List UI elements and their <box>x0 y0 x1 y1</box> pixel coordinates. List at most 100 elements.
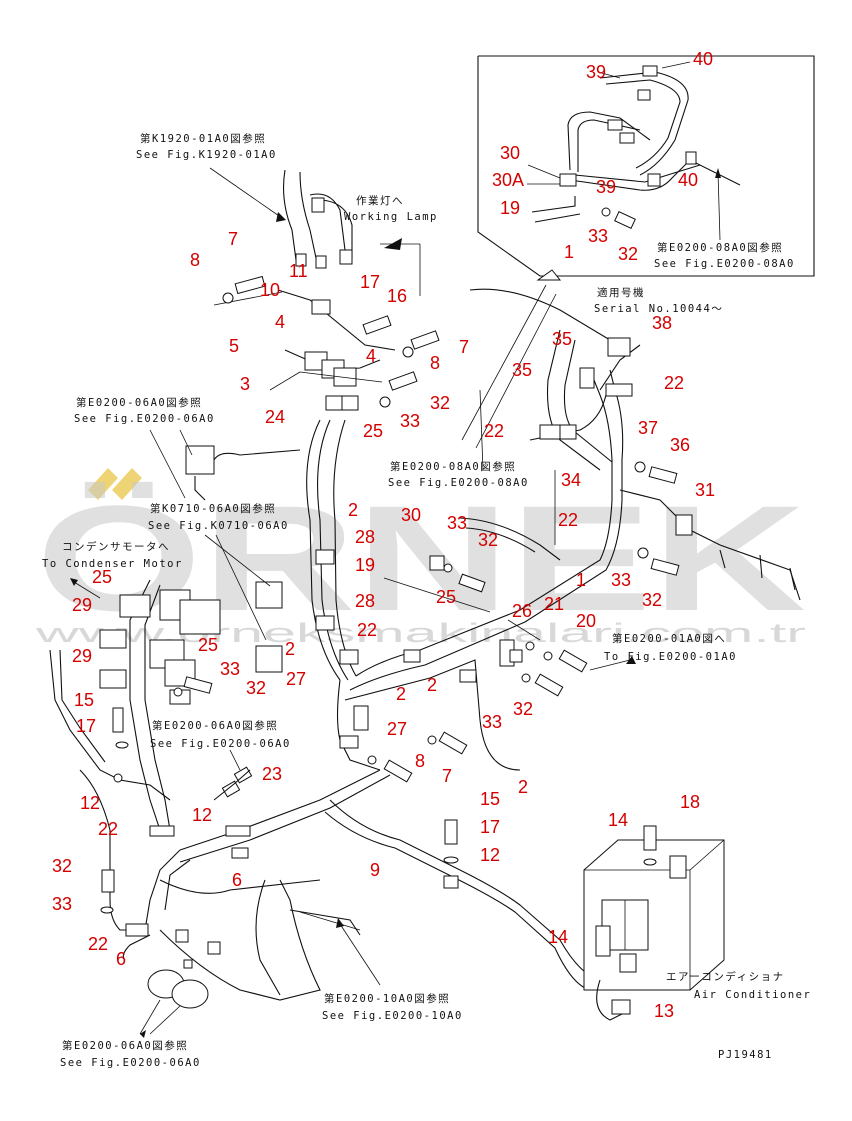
ref-working-lamp: 作業灯へ Working Lamp <box>344 194 438 223</box>
drawing-code: PJ19481 <box>718 1049 773 1061</box>
callout-28: 28 <box>355 591 375 611</box>
callout-16: 16 <box>387 286 407 306</box>
callout-25: 25 <box>363 421 383 441</box>
callout-15: 15 <box>74 690 94 710</box>
callout-19: 19 <box>500 198 520 218</box>
callout-26: 26 <box>512 601 532 621</box>
callout-33: 33 <box>588 226 608 246</box>
callout-32: 32 <box>513 699 533 719</box>
callout-1: 1 <box>576 570 586 590</box>
callout-25: 25 <box>92 567 112 587</box>
ref-e0200-06-upper-en: See Fig.E0200-06A0 <box>74 413 215 425</box>
callout-25: 25 <box>436 587 456 607</box>
callout-2: 2 <box>285 639 295 659</box>
ref-air-conditioner: エアーコンディショナ Air Conditioner <box>666 970 811 1001</box>
callout-2: 2 <box>518 777 528 797</box>
callout-40: 40 <box>678 170 698 190</box>
callout-32: 32 <box>52 856 72 876</box>
callout-30: 30 <box>401 505 421 525</box>
ref-e0200-08-center: 第E0200-08A0図参照 See Fig.E0200-08A0 <box>388 460 529 489</box>
callout-4: 4 <box>366 346 376 366</box>
callout-1: 1 <box>564 242 574 262</box>
ref-serial-en: Serial No.10044～ <box>594 303 723 315</box>
callout-7: 7 <box>459 337 469 357</box>
callout-27: 27 <box>387 719 407 739</box>
callout-17: 17 <box>360 272 380 292</box>
ref-air-conditioner-jp: エアーコンディショナ <box>666 970 785 983</box>
callout-12: 12 <box>480 845 500 865</box>
ref-e0200-06-lower-jp: 第E0200-06A0図参照 <box>62 1039 188 1052</box>
callout-6: 6 <box>232 870 242 890</box>
callout-33: 33 <box>611 570 631 590</box>
ref-k1920-jp: 第K1920-01A0図参照 <box>140 132 266 145</box>
callout-14: 14 <box>548 927 568 947</box>
callout-35: 35 <box>552 329 572 349</box>
ref-e0200-06-mid-jp: 第E0200-06A0図参照 <box>152 719 278 732</box>
callout-6: 6 <box>116 949 126 969</box>
callout-22: 22 <box>558 510 578 530</box>
callout-32: 32 <box>642 590 662 610</box>
callout-37: 37 <box>638 418 658 438</box>
callout-33: 33 <box>220 659 240 679</box>
callout-9: 9 <box>370 860 380 880</box>
callout-23: 23 <box>262 764 282 784</box>
ref-e0200-10-en: See Fig.E0200-10A0 <box>322 1010 463 1022</box>
callout-8: 8 <box>415 751 425 771</box>
ref-air-conditioner-en: Air Conditioner <box>694 989 811 1001</box>
callout-39: 39 <box>596 177 616 197</box>
ref-e0200-08-inset-en: See Fig.E0200-08A0 <box>654 258 795 270</box>
callout-32: 32 <box>246 678 266 698</box>
ref-k1920-en: See Fig.K1920-01A0 <box>136 149 277 161</box>
callout-8: 8 <box>190 250 200 270</box>
callout-33: 33 <box>447 513 467 533</box>
ref-serial-jp: 適用号機 <box>597 286 645 299</box>
callout-2: 2 <box>427 675 437 695</box>
callout-3: 3 <box>240 374 250 394</box>
callout-13: 13 <box>654 1001 674 1021</box>
callout-30: 30 <box>500 143 520 163</box>
callout-34: 34 <box>561 470 581 490</box>
ref-condenser-en: To Condenser Motor <box>42 558 183 570</box>
ref-working-lamp-en: Working Lamp <box>344 211 438 223</box>
callout-19: 19 <box>355 555 375 575</box>
callout-15: 15 <box>480 789 500 809</box>
watermark-accent-mark <box>112 468 142 500</box>
callout-10: 10 <box>260 280 280 300</box>
ref-k0710-en: See Fig.K0710-06A0 <box>148 520 289 532</box>
callout-2: 2 <box>396 684 406 704</box>
callout-14: 14 <box>608 810 628 830</box>
callout-39: 39 <box>586 62 606 82</box>
part-callouts: 40 39 30 30A 39 40 19 33 1 32 7 8 10 11 … <box>52 49 715 1021</box>
callout-8: 8 <box>430 353 440 373</box>
ref-condenser-jp: コンデンサモータへ <box>62 540 170 553</box>
ref-e0200-08-center-en: See Fig.E0200-08A0 <box>388 477 529 489</box>
callout-32: 32 <box>430 393 450 413</box>
ref-e0200-01-en: To Fig.E0200-01A0 <box>604 651 737 663</box>
callout-5: 5 <box>229 336 239 356</box>
callout-22: 22 <box>484 421 504 441</box>
callout-30a: 30A <box>492 170 524 190</box>
ref-k1920: 第K1920-01A0図参照 See Fig.K1920-01A0 <box>136 132 277 161</box>
callout-20: 20 <box>576 611 596 631</box>
ref-e0200-06-lower: 第E0200-06A0図参照 See Fig.E0200-06A0 <box>60 1039 199 1069</box>
ref-e0200-10: 第E0200-10A0図参照 See Fig.E0200-10A0 <box>322 992 463 1022</box>
callout-32: 32 <box>478 530 498 550</box>
ref-e0200-06-mid-en: See Fig.E0200-06A0 <box>150 738 291 750</box>
ref-working-lamp-jp: 作業灯へ <box>356 194 404 207</box>
callout-32: 32 <box>618 244 638 264</box>
callout-12: 12 <box>192 805 212 825</box>
reference-labels: 第K1920-01A0図参照 See Fig.K1920-01A0 作業灯へ W… <box>42 132 811 1069</box>
callout-28: 28 <box>355 527 375 547</box>
callout-40: 40 <box>693 49 713 69</box>
callout-24: 24 <box>265 407 285 427</box>
callout-33: 33 <box>52 894 72 914</box>
ref-serial: 適用号機 Serial No.10044～ <box>594 286 723 315</box>
callout-33: 33 <box>482 712 502 732</box>
callout-7: 7 <box>228 229 238 249</box>
callout-7: 7 <box>442 766 452 786</box>
callout-12: 12 <box>80 793 100 813</box>
ref-e0200-01: 第E0200-01A0図へ To Fig.E0200-01A0 <box>604 632 737 663</box>
callout-18: 18 <box>680 792 700 812</box>
callout-17: 17 <box>76 716 96 736</box>
callout-22: 22 <box>88 934 108 954</box>
